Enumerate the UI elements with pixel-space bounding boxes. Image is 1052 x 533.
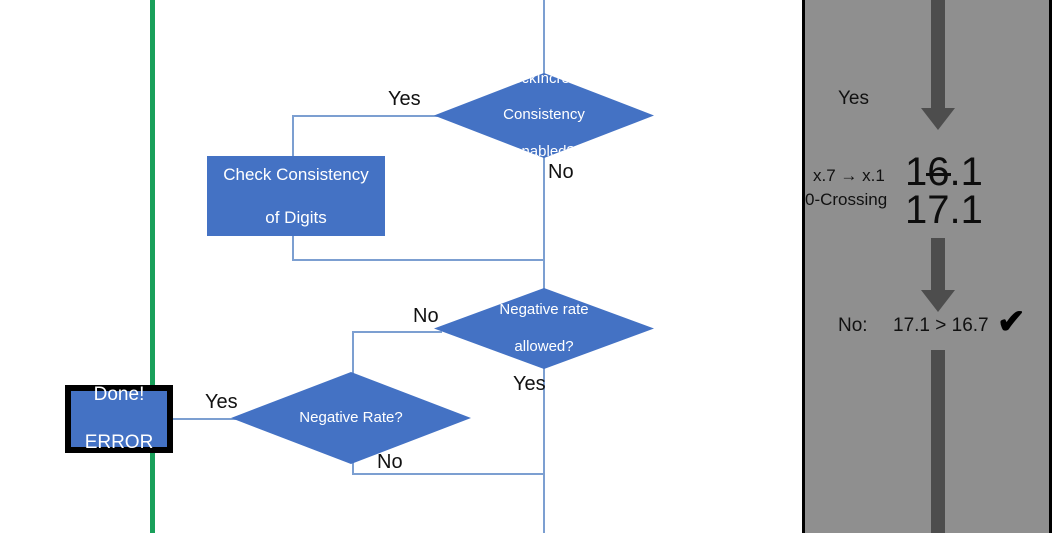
panel-zero-crossing-label: 0-Crossing: [805, 190, 888, 209]
value-suffix: .1: [949, 150, 983, 194]
process-check-consistency-of-digits[interactable]: Check Consistency of Digits: [207, 156, 385, 236]
edge-label-no-negative-rate-allowed: No: [413, 305, 439, 327]
panel-arrow-1-stem: [931, 0, 945, 108]
panel-comparison-label: 17.1 > 16.7: [893, 315, 989, 336]
process-line-2: ERROR: [84, 431, 154, 453]
connector-top-stem: [543, 0, 545, 78]
decision-check-increase-consistency[interactable]: CheckIncrease Consistency enabled?: [434, 73, 654, 158]
edge-label-no-negative-rate: No: [377, 451, 403, 473]
decision-negative-rate[interactable]: Negative Rate?: [231, 372, 471, 464]
panel-check-mark-icon: ✔: [997, 303, 1026, 341]
edge-label-yes-negative-rate-allowed: Yes: [513, 373, 546, 395]
panel-arrow-2-head: [921, 290, 955, 312]
panel-no-label: No:: [838, 315, 868, 336]
decision-line-1: Negative Rate?: [299, 408, 403, 426]
connector-yes-down-to-box: [292, 115, 294, 156]
connector-box-down: [292, 236, 294, 260]
panel-arrow-3-stem: [931, 350, 945, 533]
connector-no-negrate-allowed-horizontal: [352, 331, 442, 333]
panel-value-new: 17.1: [905, 188, 983, 232]
panel-value-struck: 16.1: [905, 150, 983, 195]
edge-label-no-check-increase: No: [548, 161, 574, 183]
panel-arrow-2-stem: [931, 238, 945, 290]
connector-yes-top-horizontal: [292, 115, 442, 117]
connector-no-negrate-allowed-down: [352, 331, 354, 381]
connector-done-error-to-negrate: [172, 418, 242, 420]
process-line-1: Check Consistency: [223, 165, 369, 185]
panel-arrow-1-head: [921, 108, 955, 130]
value-prefix: 1: [905, 150, 928, 194]
panel-yes-label: Yes: [838, 88, 869, 109]
connector-no-negrate-horizontal: [352, 473, 545, 475]
decision-line-2: Consistency: [503, 106, 585, 124]
edge-label-yes-check-increase: Yes: [388, 88, 421, 110]
decision-line-2: allowed?: [514, 337, 574, 355]
decision-negative-rate-allowed[interactable]: Negative rate allowed?: [434, 288, 654, 369]
annotation-panel: Yes x.7 → x.1 0-Crossing 16.1 17.1 No: 1…: [802, 0, 1052, 533]
process-line-1: Done!: [93, 384, 145, 406]
panel-rounding-label: x.7 → x.1: [813, 166, 885, 185]
connector-no-checkincrease: [543, 155, 545, 303]
connector-yes-negrate-allowed-down: [543, 368, 545, 533]
edge-label-yes-done-error: Yes: [205, 391, 238, 413]
green-divider-line: [150, 0, 155, 533]
decision-line-1: Negative rate: [499, 301, 589, 319]
connector-box-back-to-stem: [292, 259, 545, 261]
value-struck-digit: 6: [927, 150, 950, 194]
process-done-error[interactable]: Done! ERROR: [65, 384, 173, 453]
process-line-2: of Digits: [265, 207, 327, 227]
